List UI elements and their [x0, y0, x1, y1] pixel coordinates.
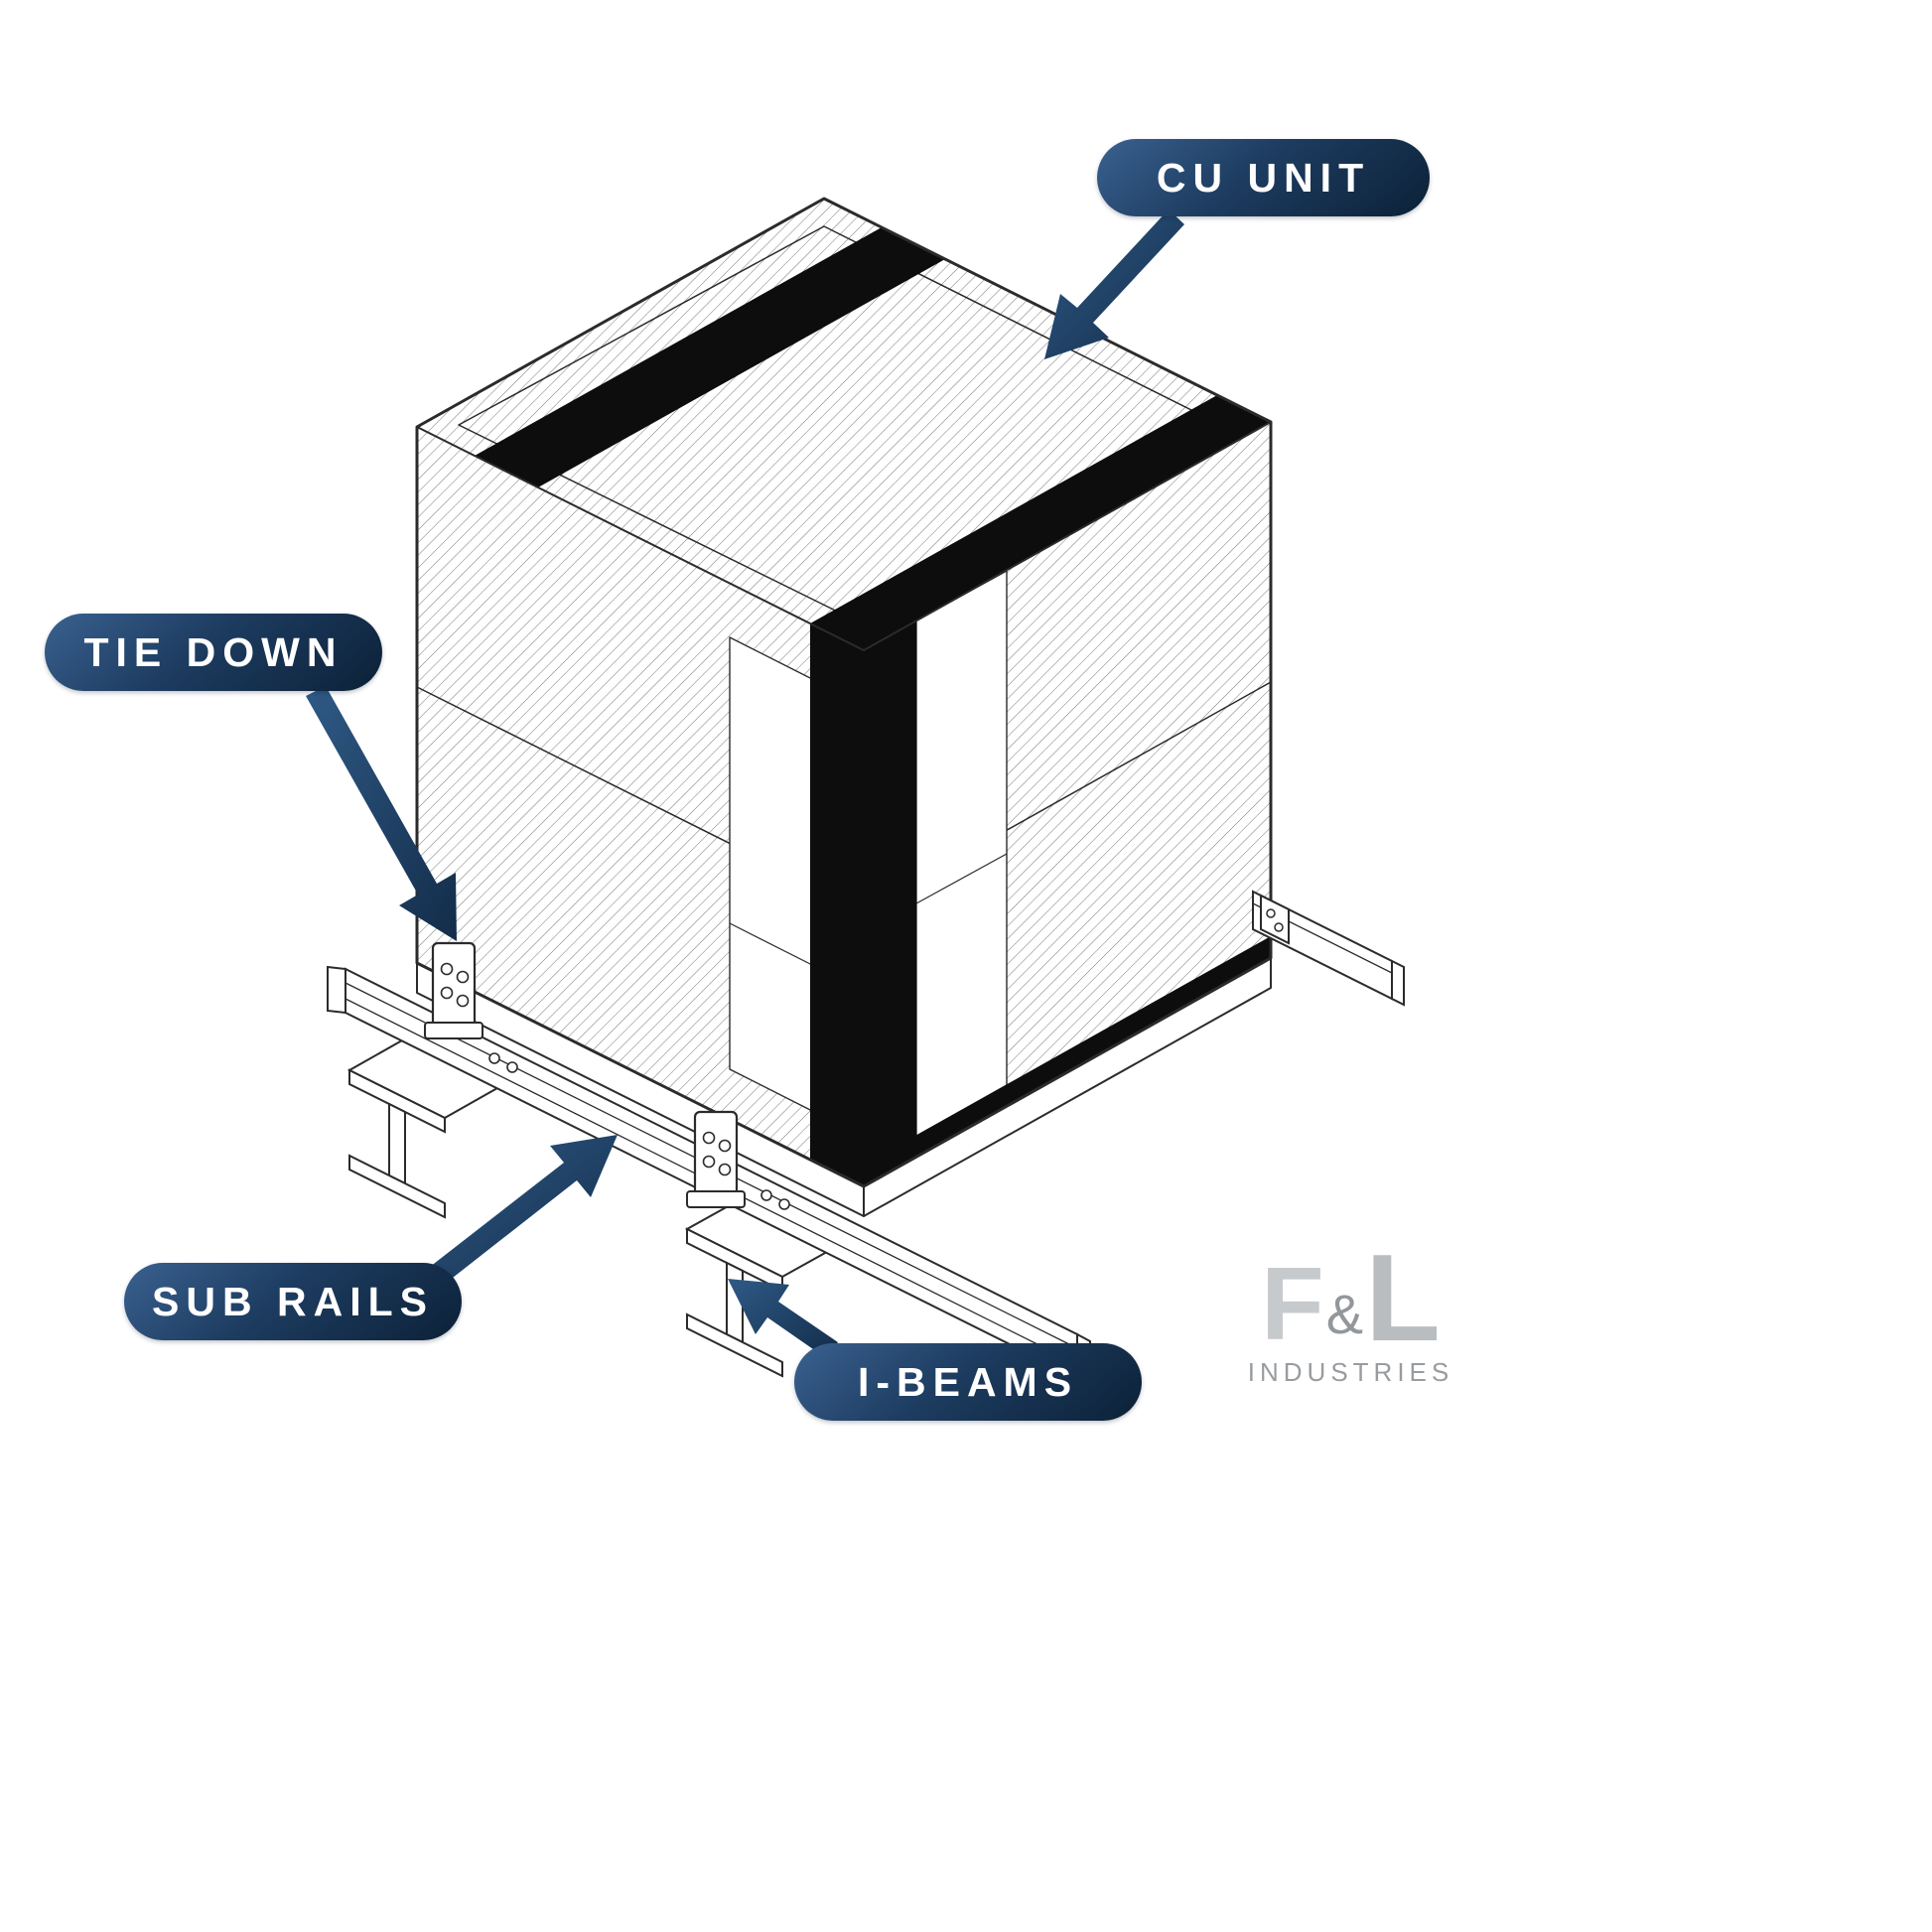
cu-unit-drawing: [415, 197, 1273, 1217]
logo-letter-l: L: [1365, 1230, 1441, 1367]
brand-logo: F & L INDUSTRIES: [1239, 1230, 1462, 1388]
i-beams-drawing: [346, 1035, 855, 1378]
tie-down-brackets: [424, 941, 790, 1210]
logo-letters: F & L: [1239, 1230, 1462, 1367]
arrow-tie-down: [306, 686, 457, 941]
sub-rail-rear: [1252, 890, 1405, 1007]
tie-down-bracket-rear: [1260, 894, 1290, 945]
arrow-cu-unit: [1044, 209, 1184, 359]
label-i-beams-text: I-BEAMS: [857, 1358, 1079, 1405]
arrow-sub-rails: [430, 1135, 618, 1285]
strap-band-front-left: [810, 623, 864, 1186]
label-tie-down: TIE DOWN: [45, 614, 382, 691]
strap-band-front-right: [864, 621, 916, 1186]
logo-ampersand: &: [1325, 1282, 1364, 1345]
logo-subtitle: INDUSTRIES: [1247, 1357, 1454, 1387]
strap-band-rear: [475, 227, 945, 487]
logo-letter-f: F: [1261, 1246, 1324, 1362]
label-sub-rails-text: SUB RAILS: [152, 1278, 434, 1324]
tie-down-bracket-left: [424, 941, 518, 1073]
label-cu-unit-text: CU UNIT: [1156, 154, 1371, 201]
strap-bands: [475, 227, 1271, 1186]
label-sub-rails: SUB RAILS: [124, 1263, 462, 1340]
strap-band-front-top: [810, 395, 1271, 650]
strap-band-base: [864, 936, 1271, 1186]
callout-arrows: [306, 209, 1184, 1358]
tie-down-bracket-front: [686, 1110, 790, 1210]
unit-door-panel: [729, 570, 1008, 1158]
label-i-beams: I-BEAMS: [794, 1343, 1142, 1421]
label-tie-down-text: TIE DOWN: [83, 628, 344, 675]
i-beam-left: [346, 1035, 507, 1219]
arrow-i-beams: [728, 1279, 838, 1358]
label-cu-unit: CU UNIT: [1097, 139, 1430, 216]
